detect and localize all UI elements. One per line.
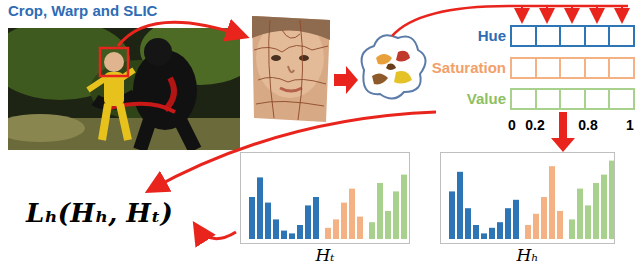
step-title: Crop, Warp and SLIC [8, 2, 157, 19]
histogram-bar [497, 222, 503, 239]
histogram-bar [601, 175, 607, 239]
histogram-bar [473, 225, 479, 239]
histogram-bar [305, 205, 311, 239]
histogram-bar [273, 219, 279, 239]
histogram-bar [281, 231, 287, 239]
histogram-bar [465, 208, 471, 239]
bin-divider [535, 27, 537, 45]
histogram-bar [369, 222, 375, 239]
histogram-bar [385, 211, 391, 239]
bin-divider [584, 27, 586, 45]
histogram-bar [577, 189, 583, 239]
bin-divider [559, 27, 561, 45]
histogram-bar [513, 200, 519, 239]
arrow-head [551, 138, 575, 152]
histogram-bar [525, 225, 531, 239]
histogram-bar [541, 197, 547, 239]
histogram-bar [249, 197, 255, 239]
superpixel-cloud [362, 35, 426, 98]
histogram-bar [393, 191, 399, 239]
histogram-hypothesis: Hₕ [440, 152, 615, 244]
histogram-bar [349, 189, 355, 239]
channel-label: Saturation [432, 59, 506, 77]
bin-divider [608, 27, 610, 45]
histogram-bar [557, 211, 563, 239]
histogram-bar [481, 233, 487, 239]
histogram-bar [569, 219, 575, 239]
histogram-label: Hₕ [516, 245, 538, 265]
histogram-bars [241, 153, 409, 243]
video-frame [8, 28, 240, 150]
histogram-bar [585, 205, 591, 239]
histogram-bar [533, 214, 539, 239]
histogram-bar [265, 203, 271, 239]
histogram-bar [313, 197, 319, 239]
histogram-bar [401, 175, 407, 239]
histogram-bar [593, 183, 599, 239]
histogram-bar [257, 177, 263, 239]
axis-tick: 0.2 [525, 117, 544, 133]
histogram-bar [505, 208, 511, 239]
bin-divider [608, 90, 610, 108]
channel-label: Value [467, 90, 506, 108]
histogram-bar [549, 166, 555, 239]
bin-divider [584, 59, 586, 77]
histogram-bar [289, 233, 295, 239]
histogram-bar [489, 228, 495, 239]
axis-tick: 0 [508, 117, 516, 133]
saturation-bins: Saturation [510, 57, 635, 79]
histogram-bar [341, 203, 347, 239]
face-crop [252, 16, 330, 122]
hue-bins: Hue [510, 25, 635, 47]
axis-tick: 1 [626, 117, 634, 133]
histogram-bar [325, 228, 331, 239]
histogram-bar [457, 172, 463, 239]
value-bins: Value [510, 88, 635, 110]
histogram-bar [297, 225, 303, 239]
bin-divider [608, 59, 610, 77]
histogram-bars [441, 153, 614, 243]
bin-divider [559, 90, 561, 108]
histogram-bar [357, 217, 363, 239]
axis-tick: 0.8 [578, 117, 597, 133]
histogram-bar [609, 161, 614, 239]
histogram-bar [333, 219, 339, 239]
bin-divider [535, 90, 537, 108]
histogram-label: Hₜ [315, 245, 334, 265]
block-arrow [551, 112, 575, 152]
bin-divider [535, 59, 537, 77]
bin-divider [559, 59, 561, 77]
arrow-shaft [559, 112, 567, 139]
channel-label: Hue [478, 27, 506, 45]
loss-formula: Lₕ(Hₕ, Hₜ) [26, 198, 173, 228]
bin-divider [584, 90, 586, 108]
histogram-target: Hₜ [240, 152, 410, 244]
histogram-bar [449, 191, 455, 239]
histogram-bar [377, 183, 383, 239]
